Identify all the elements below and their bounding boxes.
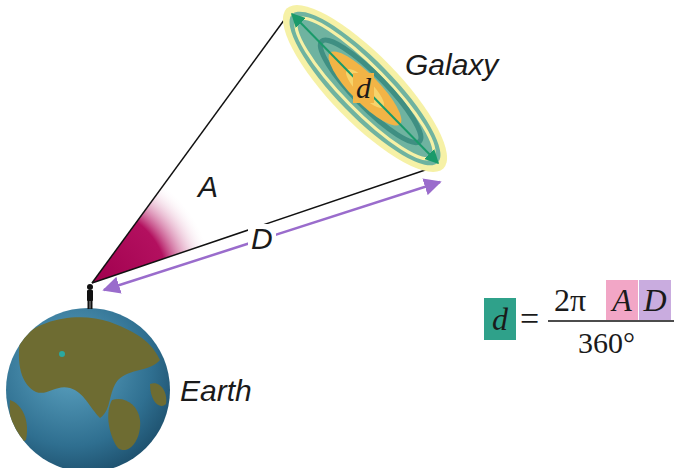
angle-wedge (92, 186, 206, 283)
formula-symbol: A (612, 284, 632, 316)
observer (87, 284, 93, 309)
sight-line (92, 165, 440, 283)
numerator-text: 2π (554, 284, 586, 316)
formula-symbol: d (492, 303, 508, 335)
formula-box-purple: D (639, 280, 671, 320)
fraction-bar (548, 320, 674, 322)
distance-label: D (248, 224, 276, 254)
equals-sign: = (520, 302, 539, 336)
diameter-arrow (292, 14, 438, 163)
diameter-label: d (353, 73, 374, 103)
formula-box-green: d (484, 298, 516, 340)
earth-label: Earth (180, 376, 252, 406)
distance-arrow (104, 182, 440, 290)
sight-line (92, 12, 290, 283)
earth (6, 308, 170, 468)
galaxy-label: Galaxy (405, 50, 498, 80)
formula-symbol: D (643, 284, 666, 316)
galaxy (262, 0, 467, 192)
angle-label: A (198, 172, 218, 202)
formula-box-pink: A (606, 280, 638, 320)
denominator-text: 360° (578, 328, 635, 358)
